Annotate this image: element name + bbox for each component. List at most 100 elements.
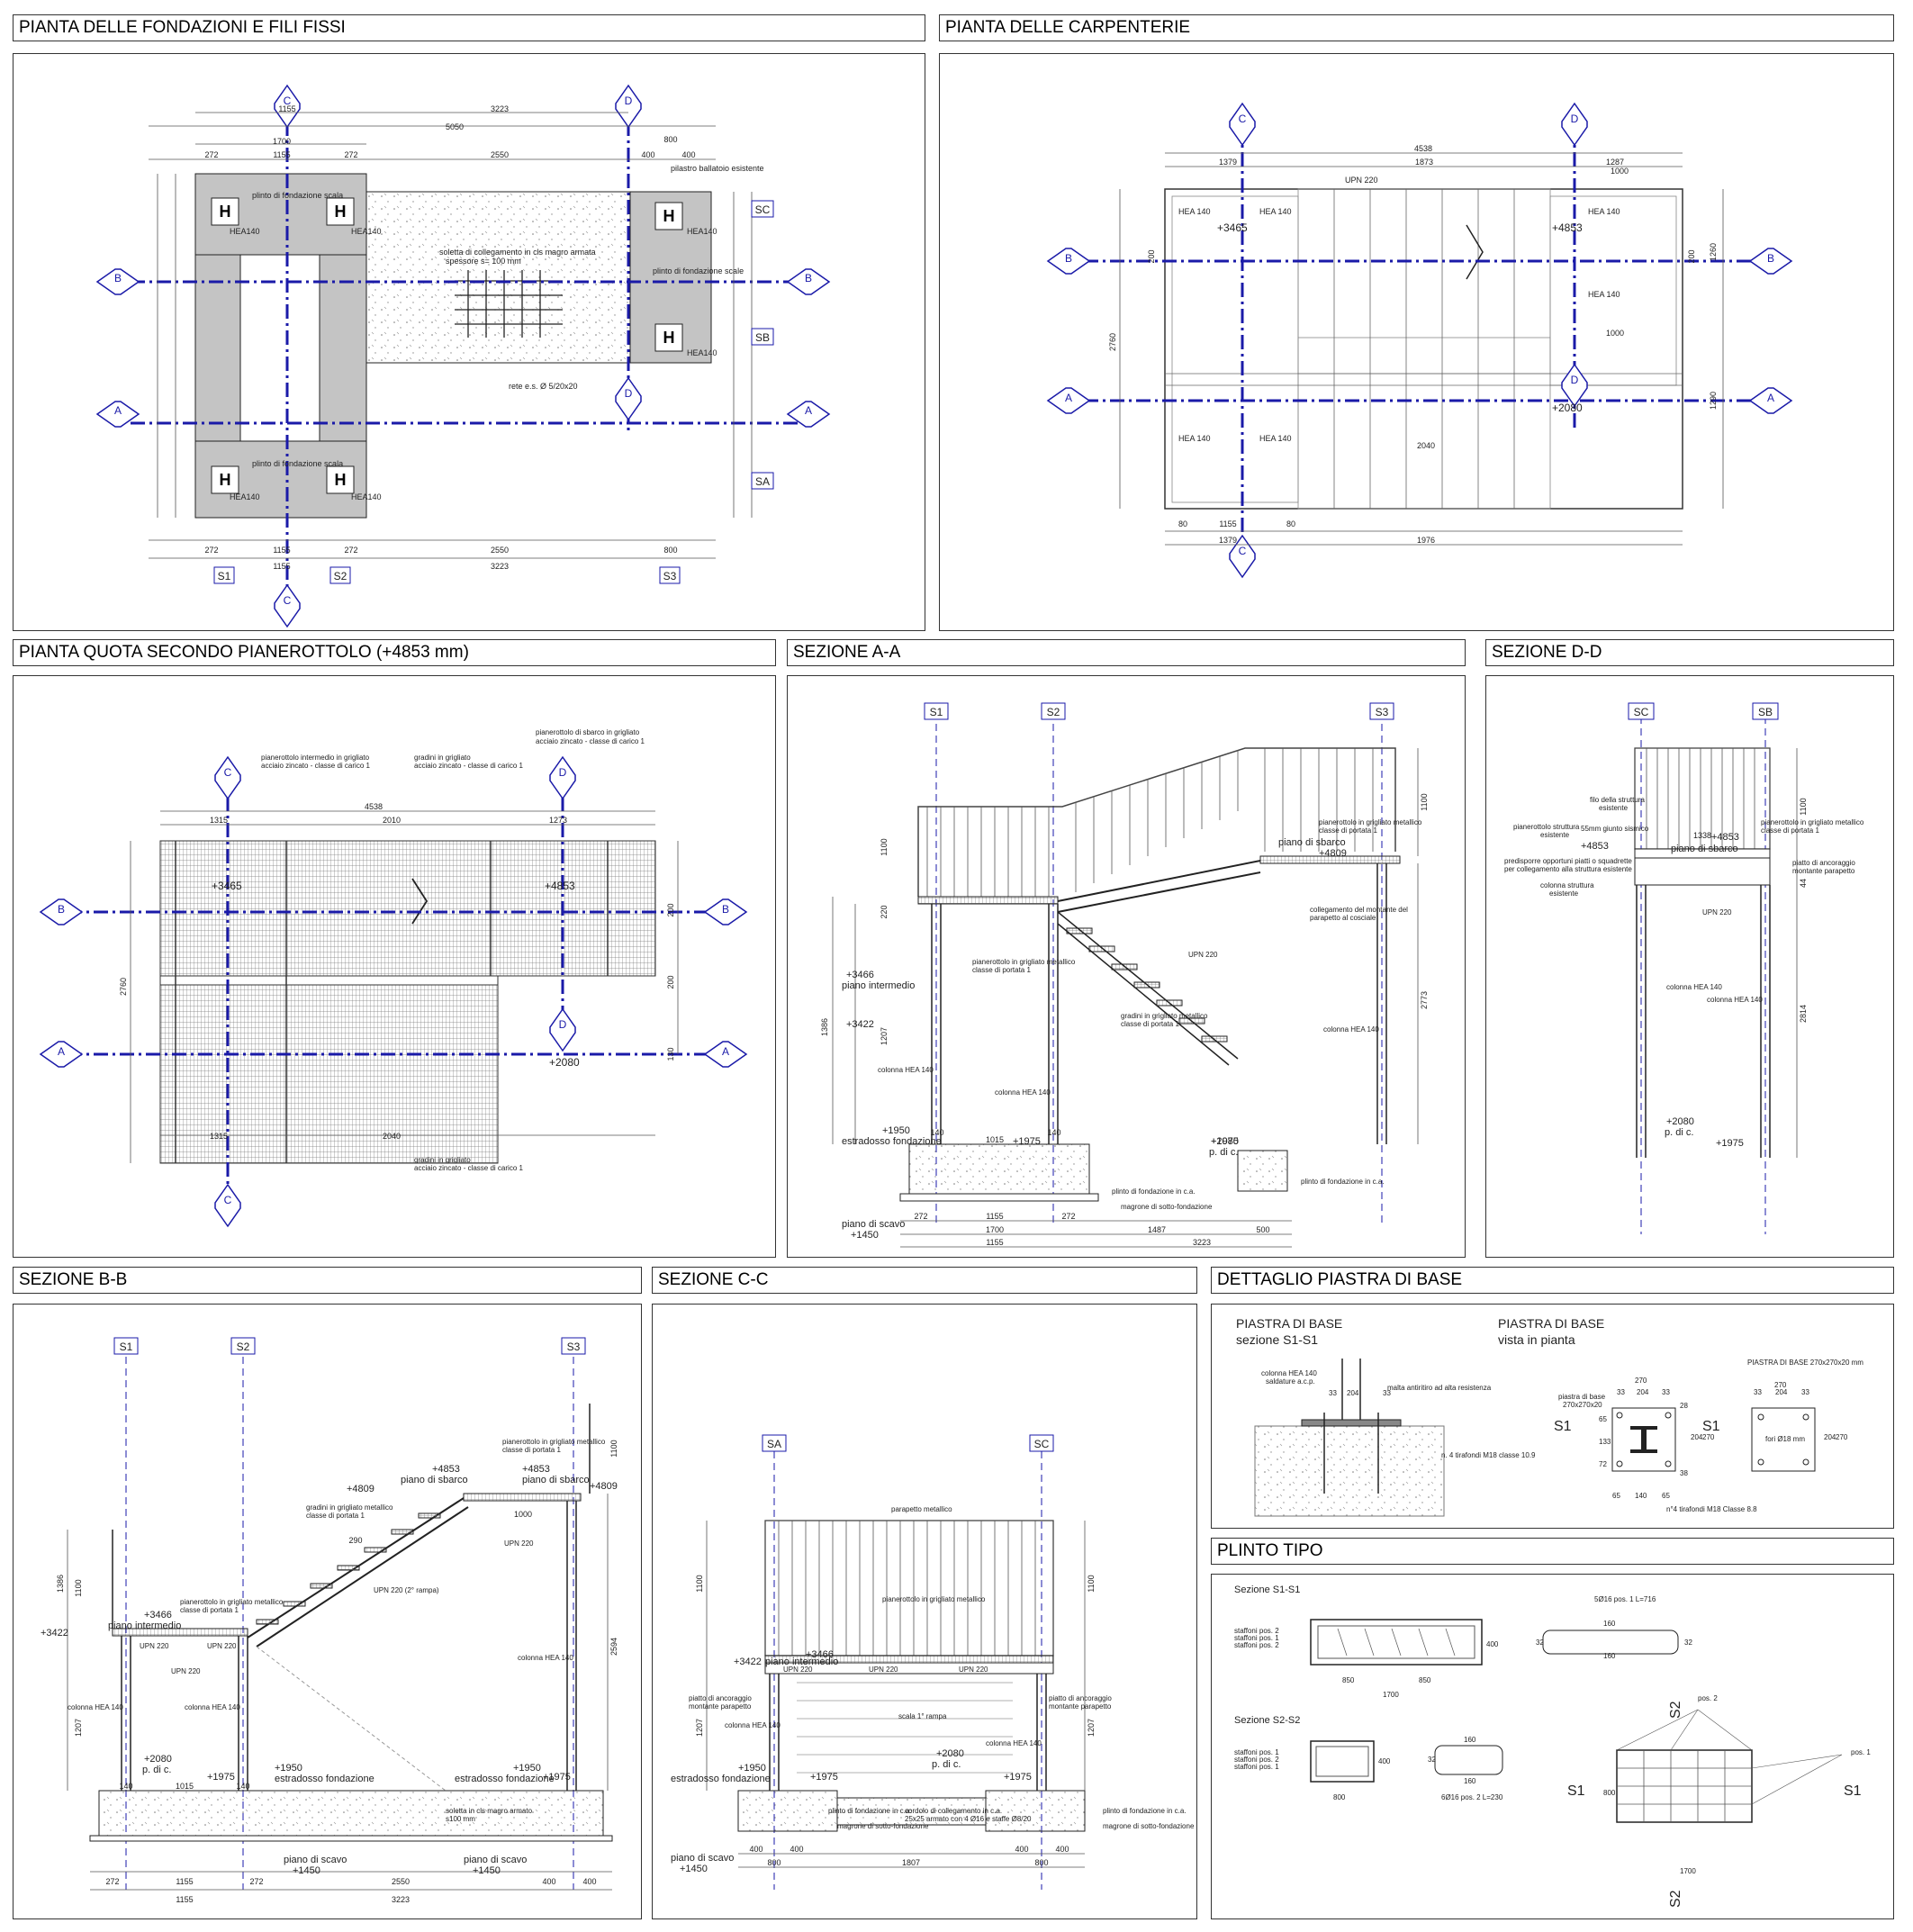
svg-text:staffoni pos. 2: staffoni pos. 2 — [1234, 1756, 1279, 1764]
svg-text:pianerottolo struttura: pianerottolo struttura — [1513, 823, 1580, 831]
svg-text:1155: 1155 — [273, 150, 290, 159]
svg-text:272: 272 — [1061, 1212, 1075, 1221]
svg-text:SA: SA — [767, 1438, 781, 1450]
svg-text:H: H — [335, 203, 347, 221]
svg-text:140: 140 — [236, 1782, 249, 1791]
svg-text:1000: 1000 — [1606, 329, 1624, 338]
svg-text:S1: S1 — [1554, 1419, 1572, 1434]
svg-text:HEA 140: HEA 140 — [1178, 207, 1211, 216]
svg-text:800: 800 — [767, 1858, 781, 1867]
svg-text:33: 33 — [1329, 1389, 1337, 1397]
svg-text:esistente: esistente — [1599, 804, 1629, 812]
svg-text:piano di sbarco: piano di sbarco — [1278, 837, 1346, 848]
svg-text:1000: 1000 — [514, 1510, 532, 1519]
svg-text:1155: 1155 — [986, 1238, 1003, 1247]
svg-text:+1975: +1975 — [810, 1772, 838, 1783]
svg-text:A: A — [1065, 392, 1072, 404]
svg-text:5050: 5050 — [446, 122, 464, 131]
svg-text:1290: 1290 — [1709, 392, 1718, 410]
svg-text:S1: S1 — [120, 1341, 133, 1353]
svg-text:1155: 1155 — [176, 1877, 193, 1886]
svg-text:1338: 1338 — [1693, 831, 1711, 840]
svg-text:pianerottolo in grigliato meta: pianerottolo in grigliato metallico — [882, 1595, 986, 1603]
svg-text:S3: S3 — [1376, 706, 1389, 718]
svg-text:200: 200 — [666, 975, 675, 989]
svg-text:acciaio zincato - classe di ca: acciaio zincato - classe di carico 1 — [414, 1164, 523, 1172]
svg-text:+3465: +3465 — [1217, 221, 1248, 234]
svg-text:magrone di sotto-fondazione: magrone di sotto-fondazione — [1121, 1203, 1213, 1211]
svg-text:classe di portata 1: classe di portata 1 — [1121, 1020, 1179, 1028]
svg-text:400: 400 — [749, 1845, 762, 1854]
svg-text:estradosso fondazione: estradosso fondazione — [671, 1774, 771, 1784]
svg-text:65: 65 — [1599, 1415, 1607, 1423]
svg-text:1155: 1155 — [176, 1895, 193, 1904]
svg-text:S3: S3 — [663, 570, 677, 582]
svg-text:p. di c.: p. di c. — [1665, 1127, 1693, 1138]
svg-text:+3466: +3466 — [846, 970, 874, 980]
svg-text:1000: 1000 — [1611, 167, 1629, 176]
svg-text:piano intermedio: piano intermedio — [108, 1621, 181, 1631]
svg-text:p. di c.: p. di c. — [932, 1759, 961, 1770]
svg-text:piatto di ancoraggio: piatto di ancoraggio — [689, 1694, 752, 1702]
svg-text:+4809: +4809 — [590, 1481, 618, 1492]
svg-text:magrone di sotto-fondazione: magrone di sotto-fondazione — [837, 1822, 929, 1830]
svg-text:28: 28 — [1680, 1402, 1688, 1410]
svg-text:290: 290 — [348, 1536, 362, 1545]
svg-text:2773: 2773 — [1420, 991, 1429, 1009]
svg-text:33: 33 — [1662, 1388, 1670, 1396]
svg-text:C: C — [284, 95, 292, 107]
svg-text:SC: SC — [1634, 706, 1649, 718]
svg-text:H: H — [220, 203, 231, 221]
svg-text:272: 272 — [105, 1877, 119, 1886]
svg-text:1273: 1273 — [549, 816, 567, 825]
svg-text:H: H — [220, 471, 231, 489]
svg-text:2550: 2550 — [491, 546, 509, 555]
svg-text:UPN 220: UPN 220 — [959, 1666, 988, 1674]
svg-text:33: 33 — [1617, 1388, 1625, 1396]
svg-text:gradini in grigliato metallico: gradini in grigliato metallico — [1121, 1012, 1208, 1020]
svg-text:UPN 220: UPN 220 — [1188, 951, 1218, 959]
svg-text:esistente: esistente — [1549, 889, 1579, 898]
svg-text:pianerottolo in grigliato meta: pianerottolo in grigliato metallico — [180, 1598, 284, 1606]
svg-text:colonna HEA 140: colonna HEA 140 — [995, 1088, 1051, 1097]
svg-text:2040: 2040 — [1417, 441, 1435, 450]
svg-text:1379: 1379 — [1219, 158, 1237, 167]
svg-text:2040: 2040 — [383, 1132, 401, 1141]
svg-text:1700: 1700 — [986, 1225, 1004, 1234]
svg-text:4538: 4538 — [365, 802, 383, 811]
svg-text:1700: 1700 — [273, 137, 291, 146]
svg-text:44: 44 — [1799, 879, 1808, 888]
svg-text:C: C — [224, 1194, 232, 1206]
svg-text:collegamento del montante del: collegamento del montante del — [1310, 906, 1408, 914]
svg-text:25x25 armato con 4 Ø16 e staff: 25x25 armato con 4 Ø16 e staffe Ø8/20 — [905, 1815, 1032, 1823]
svg-text:2594: 2594 — [609, 1638, 618, 1656]
svg-text:B: B — [805, 272, 812, 284]
svg-text:+4853: +4853 — [432, 1464, 460, 1475]
title-piastra-base: DETTAGLIO PIASTRA DI BASE — [1211, 1267, 1894, 1294]
svg-text:HEA 140: HEA 140 — [1259, 434, 1292, 443]
svg-text:1386: 1386 — [56, 1575, 65, 1593]
svg-text:soletta in cls magro armato: soletta in cls magro armato — [446, 1807, 533, 1815]
title-plinto-tipo: PLINTO TIPO — [1211, 1538, 1894, 1565]
title-sezione-bb: SEZIONE B-B — [13, 1267, 642, 1294]
svg-text:S1: S1 — [1567, 1783, 1585, 1799]
svg-text:270: 270 — [1774, 1381, 1787, 1389]
svg-text:cordolo di collegamento in c.a: cordolo di collegamento in c.a. — [905, 1807, 1002, 1815]
svg-text:3223: 3223 — [1193, 1238, 1211, 1247]
svg-text:+1950: +1950 — [275, 1763, 302, 1774]
svg-text:+2080: +2080 — [936, 1748, 964, 1759]
svg-text:acciaio zincato - classe di ca: acciaio zincato - classe di carico 1 — [414, 762, 523, 770]
svg-text:gradini in grigliato metallico: gradini in grigliato metallico — [306, 1503, 393, 1512]
svg-text:HEA140: HEA140 — [351, 492, 382, 501]
svg-text:1155: 1155 — [986, 1212, 1003, 1221]
svg-text:1207: 1207 — [880, 1027, 889, 1045]
svg-text:A: A — [722, 1045, 729, 1058]
svg-text:+2080: +2080 — [1552, 402, 1583, 414]
svg-text:+2080: +2080 — [144, 1754, 172, 1765]
